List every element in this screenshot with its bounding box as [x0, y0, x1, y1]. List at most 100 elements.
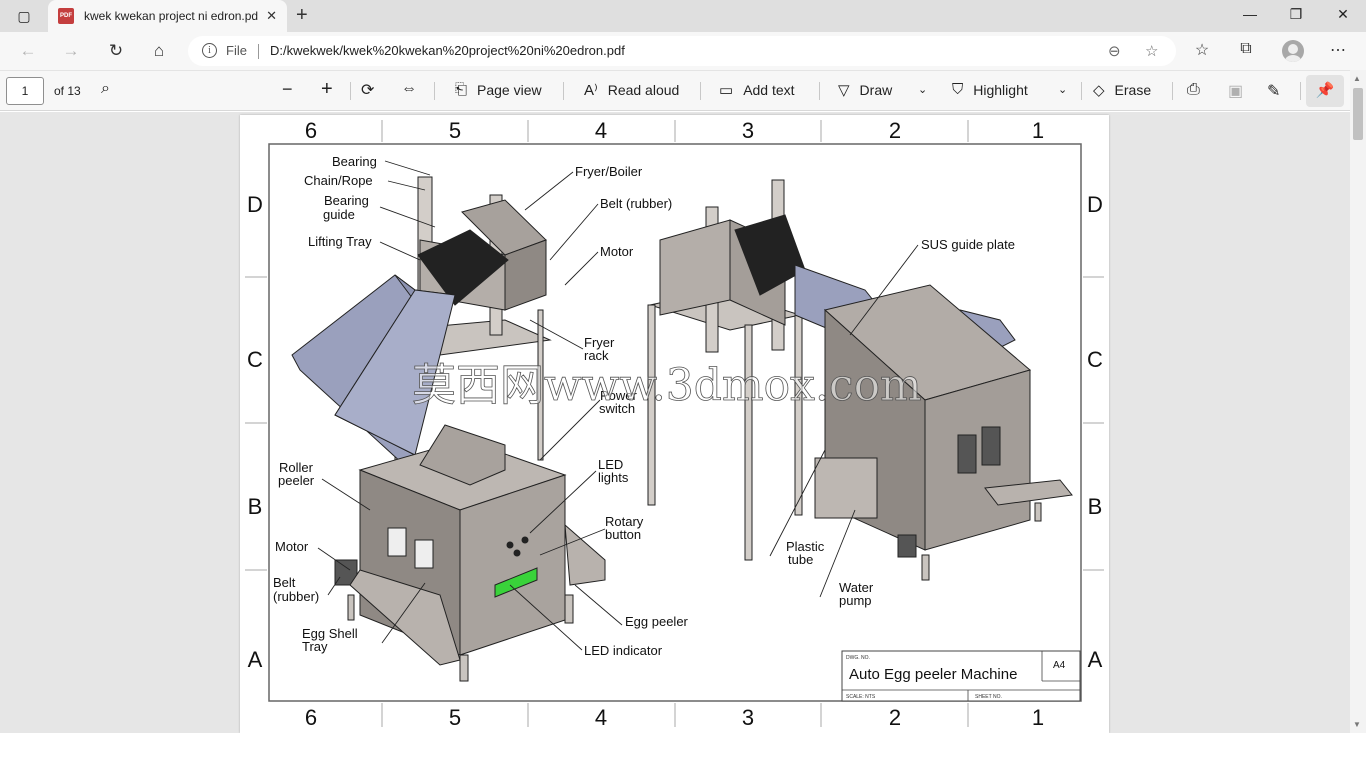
pin-toolbar-icon[interactable]: 📌 [1306, 75, 1344, 107]
row-label: D [1087, 192, 1103, 217]
scroll-up-icon[interactable]: ▲ [1353, 74, 1361, 83]
erase-button[interactable]: ◇ Erase [1093, 81, 1151, 99]
callout-label: button [605, 527, 641, 542]
callout-label: LED indicator [584, 643, 663, 658]
callout-label: Fryer [584, 335, 615, 350]
read-aloud-label: Read aloud [607, 82, 680, 98]
add-favorite-icon[interactable]: ☆ [1145, 43, 1159, 60]
callout-label: Lifting Tray [308, 234, 372, 249]
highlight-chevron-down-icon[interactable]: ⌄ [1058, 84, 1068, 96]
drawing-title: Auto Egg peeler Machine [849, 666, 1017, 683]
profile-avatar[interactable] [1282, 40, 1304, 62]
dwg-no-label: DWG. NO. [846, 655, 870, 661]
back-icon[interactable]: ← [19, 41, 37, 60]
highlight-label: Highlight [973, 81, 1028, 98]
address-bar[interactable]: i File D:/kwekwek/kwek%20kwekan%20projec… [188, 36, 1176, 66]
col-label: 1 [1032, 118, 1044, 143]
callout-label: Fryer/Boiler [575, 164, 643, 179]
callout-label: (rubber) [273, 589, 319, 604]
callout-label: tube [788, 552, 813, 567]
url-text[interactable]: D:/kwekwek/kwek%20kwekan%20project%20ni%… [270, 43, 625, 58]
divider [1172, 82, 1173, 100]
zoom-in-icon[interactable]: + [321, 78, 333, 100]
highlight-button[interactable]: ⛉Highlight [952, 81, 1028, 98]
scroll-down-icon[interactable]: ▼ [1353, 720, 1361, 729]
minimize-icon[interactable]: — [1243, 6, 1257, 22]
eraser-icon: ◇ [1093, 82, 1105, 99]
col-label: 1 [1032, 705, 1044, 730]
add-text-button[interactable]: ▭ Add text [719, 81, 795, 99]
callout-label: lights [598, 470, 629, 485]
divider [819, 82, 820, 100]
divider [434, 82, 435, 100]
draw-icon: ▽ [838, 82, 850, 99]
pdf-viewer-area: 6 5 4 3 2 1 6 5 4 3 2 1 D C B A D C [0, 112, 1350, 733]
draw-label: Draw [859, 82, 893, 98]
page-view-button[interactable]: ⎗Page view [455, 81, 542, 98]
row-label: B [248, 494, 263, 519]
callout-label: rack [584, 348, 609, 363]
row-label: D [247, 192, 263, 217]
sheet-size: A4 [1053, 660, 1066, 671]
row-label: B [1088, 494, 1103, 519]
save-icon[interactable]: ▣ [1228, 83, 1244, 100]
forward-icon[interactable]: → [62, 41, 80, 60]
bottom-strip [0, 733, 1366, 768]
tab-actions-icon[interactable]: ▢ [17, 7, 31, 24]
callout-label: Water [839, 580, 874, 595]
callout-label: peeler [278, 473, 315, 488]
vertical-scrollbar[interactable]: ▲ ▼ [1350, 70, 1366, 733]
save-as-icon[interactable]: ✎ [1267, 83, 1281, 100]
scroll-thumb[interactable] [1353, 88, 1363, 140]
callout-label: Chain/Rope [304, 173, 373, 188]
close-window-icon[interactable]: ✕ [1337, 6, 1349, 22]
favorites-icon[interactable]: ☆ [1194, 42, 1210, 59]
callout-label: Rotary [605, 514, 644, 529]
close-tab-icon[interactable]: ✕ [266, 8, 277, 23]
draw-chevron-down-icon[interactable]: ⌄ [918, 84, 928, 96]
callout-label: SUS guide plate [921, 237, 1015, 252]
callout-label: guide [323, 207, 355, 222]
tab-title: kwek kwekan project ni edron.pdf [84, 9, 258, 23]
sheet-no-label: SHEET NO. [975, 694, 1002, 700]
add-text-label: Add text [743, 82, 795, 98]
scale-label: SCALE: NTS [846, 694, 876, 700]
zoom-out-icon[interactable]: − [282, 79, 293, 99]
erase-label: Erase [1114, 82, 1152, 98]
title-block: DWG. NO. Auto Egg peeler Machine A4 SCAL… [841, 650, 1081, 702]
page-number-input[interactable]: 1 [6, 77, 44, 105]
col-label: 6 [305, 118, 317, 143]
watermark-text: 莫西网www.3dmox.com [412, 360, 922, 411]
col-label: 5 [449, 705, 461, 730]
rotate-icon[interactable]: ⟳ [361, 82, 375, 99]
restore-icon[interactable]: ❐ [1289, 6, 1303, 22]
home-icon[interactable]: ⌂ [153, 41, 165, 60]
callout-label: Plastic [786, 539, 825, 554]
search-icon[interactable]: ⌕ [101, 80, 110, 97]
add-text-icon: ▭ [719, 82, 734, 99]
refresh-icon[interactable]: ↻ [108, 41, 124, 60]
col-label: 4 [595, 118, 607, 143]
zoom-icon[interactable]: ⊖ [1108, 43, 1121, 60]
callout-label: LED [598, 457, 623, 472]
divider [1300, 82, 1301, 100]
callout-label: switch [599, 401, 635, 416]
address-bar-row: ← → ↻ ⌂ i File D:/kwekwek/kwek%20kwekan%… [0, 32, 1366, 70]
col-label: 3 [742, 118, 754, 143]
row-label: C [1087, 347, 1103, 372]
divider [563, 82, 564, 100]
new-tab-icon[interactable]: + [296, 4, 308, 26]
info-icon[interactable]: i [202, 43, 217, 58]
callout-label: Motor [275, 539, 309, 554]
col-label: 3 [742, 705, 754, 730]
collections-icon[interactable]: ⧉ [1240, 40, 1252, 57]
fit-page-icon[interactable]: ⇔ [401, 80, 417, 97]
active-tab[interactable]: PDF kwek kwekan project ni edron.pdf ✕ [48, 0, 287, 32]
callout-label: pump [839, 593, 872, 608]
row-label: A [248, 647, 263, 672]
print-icon[interactable]: ⎙ [1187, 81, 1200, 98]
read-aloud-button[interactable]: A⁾Read aloud [584, 81, 679, 99]
more-options-icon[interactable]: ⋯ [1330, 42, 1346, 59]
draw-button[interactable]: ▽ Draw [838, 81, 892, 99]
callout-label: Bearing [324, 193, 369, 208]
